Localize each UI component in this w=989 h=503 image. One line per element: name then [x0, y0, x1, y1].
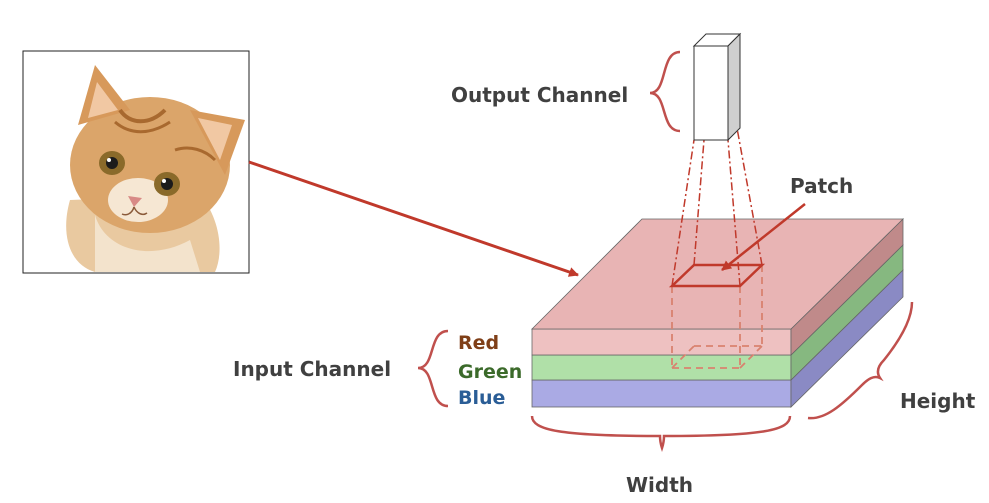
blue-layer-front — [531, 379, 792, 408]
input-arrow — [248, 160, 579, 277]
input-channel-brace — [417, 329, 449, 408]
input-tensor — [531, 218, 904, 408]
patch-arrow — [721, 203, 806, 271]
patch-label: Patch — [790, 174, 853, 198]
cat-image — [22, 50, 250, 274]
green-channel-label: Green — [458, 361, 522, 383]
height-brace — [807, 301, 914, 420]
width-brace — [530, 415, 792, 452]
red-channel-label: Red — [458, 332, 499, 354]
projection-lines — [671, 127, 763, 287]
green-layer-front — [531, 354, 792, 381]
red-layer-front — [531, 328, 792, 356]
output-channel-brace — [649, 50, 681, 133]
width-label: Width — [626, 473, 693, 497]
input-channel-label: Input Channel — [233, 357, 391, 381]
height-label: Height — [900, 389, 976, 413]
blue-channel-label: Blue — [458, 387, 505, 409]
tensor-top-face — [531, 218, 904, 330]
output-channel-column — [692, 32, 742, 142]
output-channel-label: Output Channel — [451, 83, 628, 107]
